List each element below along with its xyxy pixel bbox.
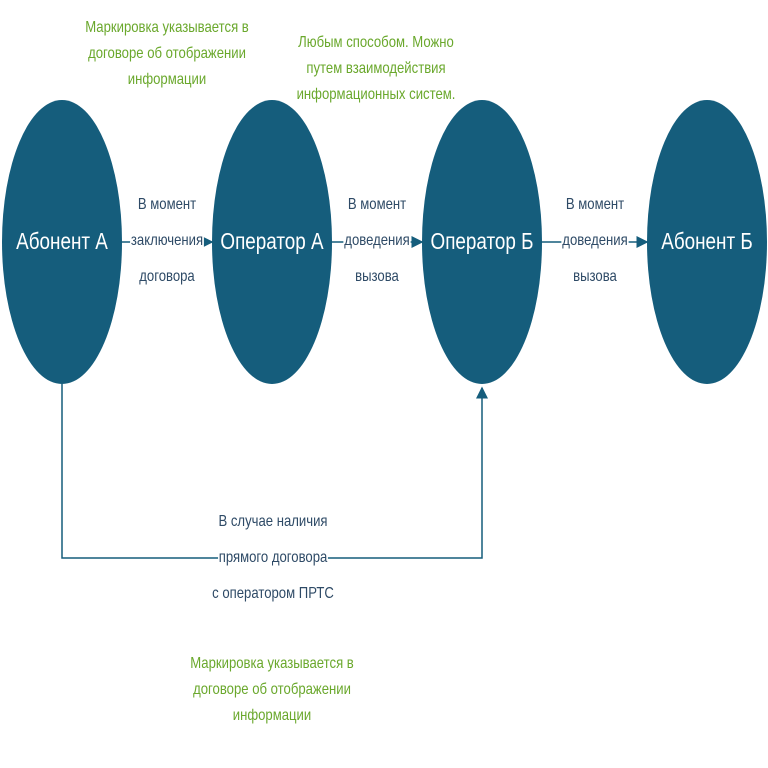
- node-label-operator-b: Оператор Б: [430, 228, 534, 254]
- node-label-abonent-b: Абонент Б: [661, 228, 753, 254]
- edge-label-line: заключения: [130, 223, 204, 259]
- note-line: Маркировка указывается в: [85, 19, 249, 36]
- note-bottom: Маркировка указывается в договоре об ото…: [174, 651, 371, 729]
- edge-label-line: доведения: [561, 223, 629, 259]
- edge-label-line: В случае наличия: [217, 504, 329, 540]
- edge-label-1: В момент заключения договора: [85, 187, 249, 295]
- edge-label-2: В момент доведения вызова: [295, 187, 459, 295]
- node-label-operator-a: Оператор А: [220, 228, 324, 254]
- note-top-right: Любым способом. Можно путем взаимодейств…: [278, 30, 475, 108]
- edge-label-line: договора: [138, 259, 196, 295]
- note-line: информации: [232, 707, 312, 724]
- edge-label-line: В момент: [347, 187, 407, 223]
- edge-label-3: В момент доведения вызова: [513, 187, 677, 295]
- edge-label-line: прямого договора: [217, 540, 329, 576]
- edge-label-direct: В случае наличия прямого договора с опер…: [191, 504, 355, 612]
- note-line: путем взаимодействия: [306, 60, 446, 77]
- edge-label-line: В момент: [137, 187, 197, 223]
- note-line: Любым способом. Можно: [298, 34, 454, 51]
- note-line: договоре об отображении: [88, 45, 246, 62]
- note-line: информации: [127, 71, 207, 88]
- node-abonent-b: [647, 100, 767, 384]
- node-operator-b: [422, 100, 542, 384]
- node-label-abonent-a: Абонент А: [16, 228, 108, 254]
- edge-label-line: доведения: [343, 223, 411, 259]
- edge-label-line: вызова: [354, 259, 400, 295]
- note-line: договоре об отображении: [193, 681, 351, 698]
- edge-label-line: В момент: [565, 187, 625, 223]
- node-abonent-a: [2, 100, 122, 384]
- note-line: информационных систем.: [296, 86, 456, 103]
- node-operator-a: [212, 100, 332, 384]
- note-top-left: Маркировка указывается в договоре об ото…: [69, 15, 266, 93]
- note-line: Маркировка указывается в: [190, 655, 354, 672]
- edge-label-line: вызова: [572, 259, 618, 295]
- edge-label-line: с оператором ПРТС: [211, 576, 335, 612]
